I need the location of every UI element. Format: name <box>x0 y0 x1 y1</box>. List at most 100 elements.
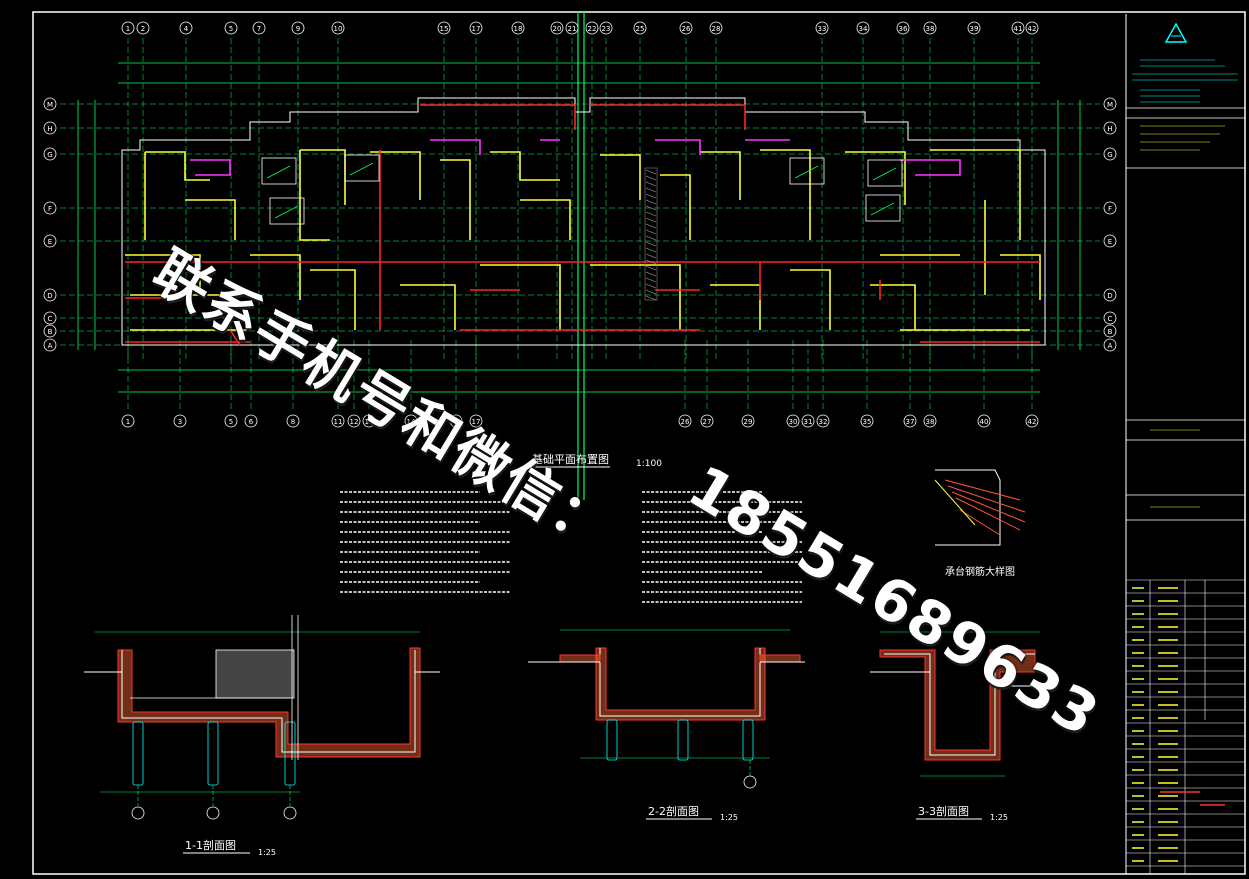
fill-zone <box>215 649 295 699</box>
pit-rebar <box>794 165 819 179</box>
axis-bubble-top: 4 <box>179 21 193 35</box>
axis-label: 17 <box>472 25 481 33</box>
pit-box <box>261 157 297 185</box>
pile <box>132 721 144 786</box>
axis-bubble <box>131 806 145 820</box>
axis-bubble-top: 26 <box>679 21 693 35</box>
axis-label: 30 <box>789 418 798 426</box>
waterproof-layer <box>759 654 801 663</box>
axis-bubble-top: 10 <box>331 21 345 35</box>
axis-bubble-top: 1 <box>121 21 135 35</box>
hatch-line <box>645 199 657 205</box>
axis-label: 5 <box>229 25 233 33</box>
hatch-line <box>645 193 657 199</box>
axis-bubble-top: 36 <box>896 21 910 35</box>
axis-label: 2 <box>141 25 145 33</box>
axis-label: G <box>1107 151 1112 159</box>
pit-box <box>269 197 305 225</box>
pile <box>677 719 689 761</box>
axis-bubble-top: 38 <box>923 21 937 35</box>
company-logo-icon <box>1164 22 1188 43</box>
detail-title: 承台钢筋大样图 <box>945 565 1015 578</box>
axis-label: 20 <box>553 25 562 33</box>
axis-bubble-bottom: 11 <box>331 414 345 428</box>
section-1-title: 1-1剖面图 <box>185 838 236 852</box>
waterproof-layer <box>559 654 601 663</box>
axis-bubble-left: M <box>43 97 57 111</box>
wall-yellow <box>400 284 456 330</box>
axis-bubble-bottom: 5 <box>224 414 238 428</box>
pit-box <box>867 159 903 187</box>
wall-yellow <box>440 159 471 240</box>
axis-bubble-bottom: 14 <box>404 414 418 428</box>
axis-label: 39 <box>970 25 979 33</box>
axis-label: C <box>48 315 53 323</box>
axis-bubble-left: A <box>43 338 57 352</box>
axis-bubble-right: G <box>1103 147 1117 161</box>
section-3-title: 3-3剖面图 <box>918 804 969 818</box>
axis-label: 3 <box>178 418 182 426</box>
axis-label: 36 <box>899 25 908 33</box>
wall-yellow <box>930 149 1021 240</box>
axis-bubble-bottom: 8 <box>286 414 300 428</box>
axis-bubble-top: 17 <box>469 21 483 35</box>
axis-bubble-bottom: 37 <box>903 414 917 428</box>
axis-label: 12 <box>350 418 359 426</box>
wall-yellow <box>145 151 210 181</box>
axis-bubble-top: 42 <box>1025 21 1039 35</box>
wall-magenta <box>900 159 961 176</box>
wall-yellow <box>590 264 681 330</box>
pit-box <box>865 194 901 222</box>
foundation-plan-walls <box>121 97 1046 346</box>
hatch-line <box>645 277 657 283</box>
wall-yellow <box>299 150 330 241</box>
title-block <box>1126 22 1245 874</box>
axis-label: 23 <box>602 25 611 33</box>
wall-red <box>229 329 241 346</box>
axis-label: 26 <box>682 25 691 33</box>
hatch-line <box>645 187 657 193</box>
axis-bubble-top: 23 <box>599 21 613 35</box>
hatch-line <box>645 253 657 259</box>
axis-label: 16 <box>452 418 461 426</box>
axis-bubble-bottom: 12 <box>347 414 361 428</box>
hatch-line <box>645 295 657 301</box>
axis-label: 32 <box>819 418 828 426</box>
wall-yellow <box>845 151 906 205</box>
axis-bubble-top: 28 <box>709 21 723 35</box>
pile <box>207 721 219 786</box>
waterproof-layer <box>879 649 1036 761</box>
axis-label: F <box>1108 205 1112 213</box>
axis-bubble-bottom: 13 <box>362 414 376 428</box>
axis-bubble-bottom: 26 <box>678 414 692 428</box>
axis-label: 6 <box>249 418 254 426</box>
axis-label: 27 <box>703 418 712 426</box>
axis-bubble-right: D <box>1103 288 1117 302</box>
axis-bubble-left: F <box>43 201 57 215</box>
axis-label: H <box>47 125 52 133</box>
section-2-scale: 1:25 <box>720 813 738 822</box>
wall-yellow <box>1000 254 1041 300</box>
axis-label: 17 <box>472 418 481 426</box>
axis-label: E <box>48 238 52 246</box>
axis-label: M <box>1107 101 1113 109</box>
pit-rebar <box>274 205 299 219</box>
hatch-line <box>645 175 657 181</box>
wall-yellow <box>125 254 201 295</box>
design-notes <box>340 491 802 603</box>
wall-yellow <box>480 264 561 330</box>
axis-bubble-bottom: 1 <box>121 414 135 428</box>
slab-outline <box>884 653 1035 756</box>
axis-bubble-bottom: 16 <box>449 414 463 428</box>
axis-bubble-top: 25 <box>633 21 647 35</box>
axis-bubble-top: 5 <box>224 21 238 35</box>
axis-label: 1 <box>126 25 130 33</box>
axis-bubble-top: 22 <box>585 21 599 35</box>
wall-magenta <box>190 159 231 176</box>
axis-label: 35 <box>863 418 872 426</box>
axis-label: B <box>48 328 53 336</box>
axis-bubble-right: H <box>1103 121 1117 135</box>
axis-label: C <box>1108 315 1113 323</box>
